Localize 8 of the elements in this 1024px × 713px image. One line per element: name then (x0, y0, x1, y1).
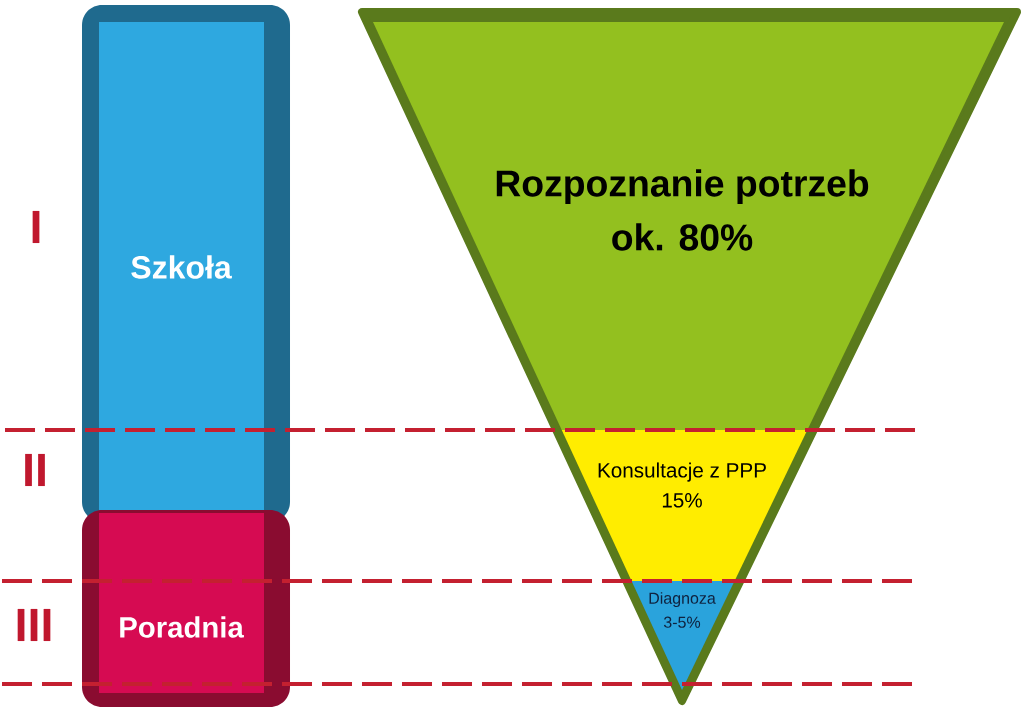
roman-numeral: I (32, 210, 40, 244)
funnel-segment: Konsultacje z PPP 15% (561, 430, 808, 581)
roman-numeral: II (25, 453, 45, 487)
funnel-tip: Diagnoza 3-5% (631, 581, 735, 690)
funnel-segment: Rozpoznanie potrzeb ok. 80% (373, 22, 1004, 430)
roman-numeral: III (17, 608, 51, 642)
column-box: Szkoła (82, 5, 290, 522)
column-box: Poradnia (82, 510, 290, 707)
